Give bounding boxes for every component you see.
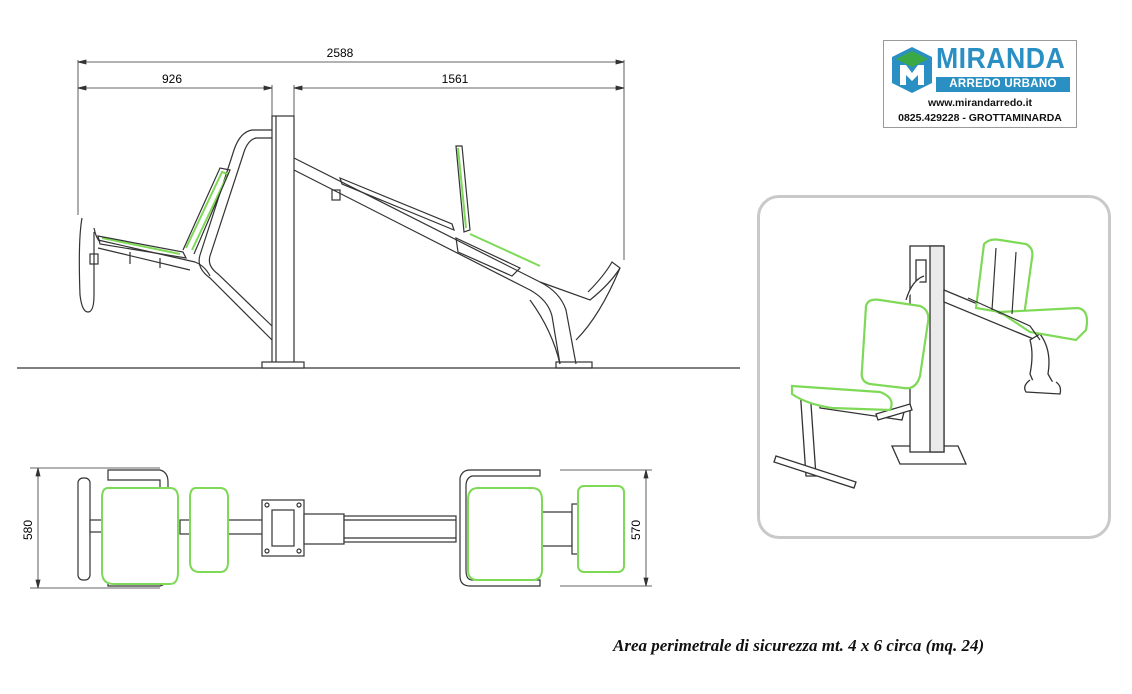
logo-contact: 0825.429228 - GROTTAMINARDA bbox=[898, 112, 1062, 124]
right-press-frame bbox=[293, 145, 621, 369]
logo-brand-name: MIRANDA bbox=[936, 43, 1066, 75]
perspective-view-frame bbox=[757, 195, 1111, 539]
safety-area-caption: Area perimetrale di sicurezza mt. 4 x 6 … bbox=[613, 636, 985, 655]
post-plate-plan bbox=[261, 499, 305, 557]
dim-right-section: 1561 bbox=[442, 72, 469, 86]
dim-left-section: 926 bbox=[162, 72, 182, 86]
miranda-logo: MIRANDA ARREDO URBANO www.mirandarredo.i… bbox=[883, 40, 1077, 128]
dimension-lines bbox=[77, 59, 625, 260]
miranda-logo-mark bbox=[892, 47, 932, 93]
left-seat-plan bbox=[101, 487, 229, 585]
dim-left-width: 580 bbox=[21, 520, 35, 540]
logo-subtitle: ARREDO URBANO bbox=[936, 77, 1070, 92]
central-post bbox=[261, 115, 305, 369]
right-seat-pad bbox=[457, 147, 541, 267]
left-seat-pad bbox=[101, 170, 230, 255]
plan-dimension-lines bbox=[30, 467, 652, 589]
dim-overall-length: 2588 bbox=[327, 46, 354, 60]
left-bench-frame bbox=[78, 129, 273, 341]
right-seat-plan bbox=[467, 485, 625, 581]
right-press-plan bbox=[303, 469, 581, 587]
dim-right-width: 570 bbox=[629, 520, 643, 540]
logo-website: www.mirandarredo.it bbox=[927, 97, 1033, 109]
